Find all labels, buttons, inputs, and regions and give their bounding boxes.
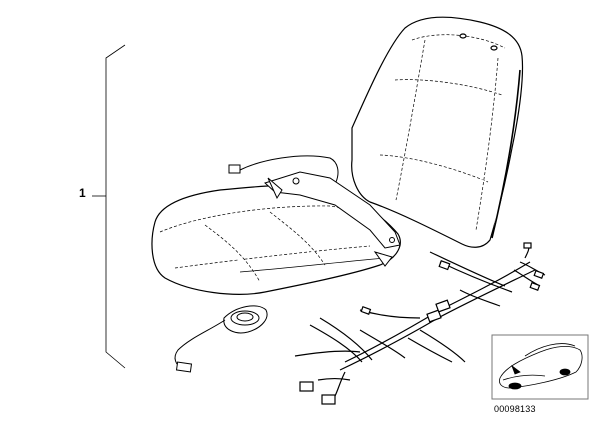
heating-pad [264, 171, 401, 267]
seat-backrest [351, 16, 524, 248]
wiring-harness [294, 242, 546, 405]
vehicle-thumbnail [491, 334, 589, 400]
callout-bracket [92, 44, 126, 369]
lumbar-pump-unit [174, 305, 268, 373]
callout-label: 1 [79, 186, 86, 200]
reference-number: 00098133 [494, 404, 536, 414]
seat-cushion [151, 184, 401, 295]
cushion-connector-lead [228, 155, 339, 183]
